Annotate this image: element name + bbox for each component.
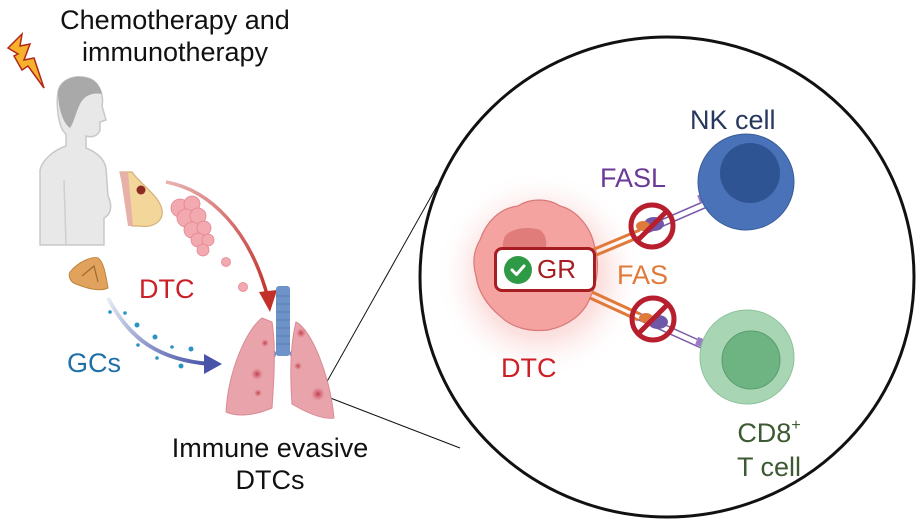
cd8-superscript: + [791,417,801,434]
adrenal-gland-icon [68,257,109,291]
lightning-bolt-icon [6,31,45,89]
lungs-icon [225,286,335,419]
cd8-t-cell-label: CD8+ T cell [714,416,824,484]
nk-cell-label: NK cell [690,105,776,135]
tumor-cluster-icon [170,195,248,292]
zoom-connector [319,185,461,449]
zoom-circle [418,35,916,519]
fasl-label: FASL [600,163,667,193]
cd8-t-cell [699,309,795,405]
blocked-fasl-icon [628,202,676,250]
gr-label: GR [537,254,576,284]
blocked-fas-icon [629,295,677,343]
fas-fasl-lower [589,290,715,353]
gcs-arrow [106,297,222,374]
immune-evasive-line1: Immune evasive [171,433,369,463]
t-cell-text: T cell [736,452,802,482]
immune-evasive-label: Immune evasive DTCs [150,432,390,496]
gr-badge: GR [494,247,596,292]
immune-evasive-line2: DTCs [235,465,305,495]
breast-tumor-icon [119,171,163,227]
dtc-migration-arrow [165,180,277,312]
gcs-label: GCs [67,348,121,378]
fas-label: FAS [617,260,669,290]
cd8-text: CD8 [737,418,792,448]
gcs-dots [108,310,194,369]
dtc-label-left: DTC [139,274,195,304]
patient-silhouette [39,76,112,246]
check-circle-icon [504,255,532,284]
dtc-label-right: DTC [501,353,557,383]
nk-cell [697,133,795,231]
